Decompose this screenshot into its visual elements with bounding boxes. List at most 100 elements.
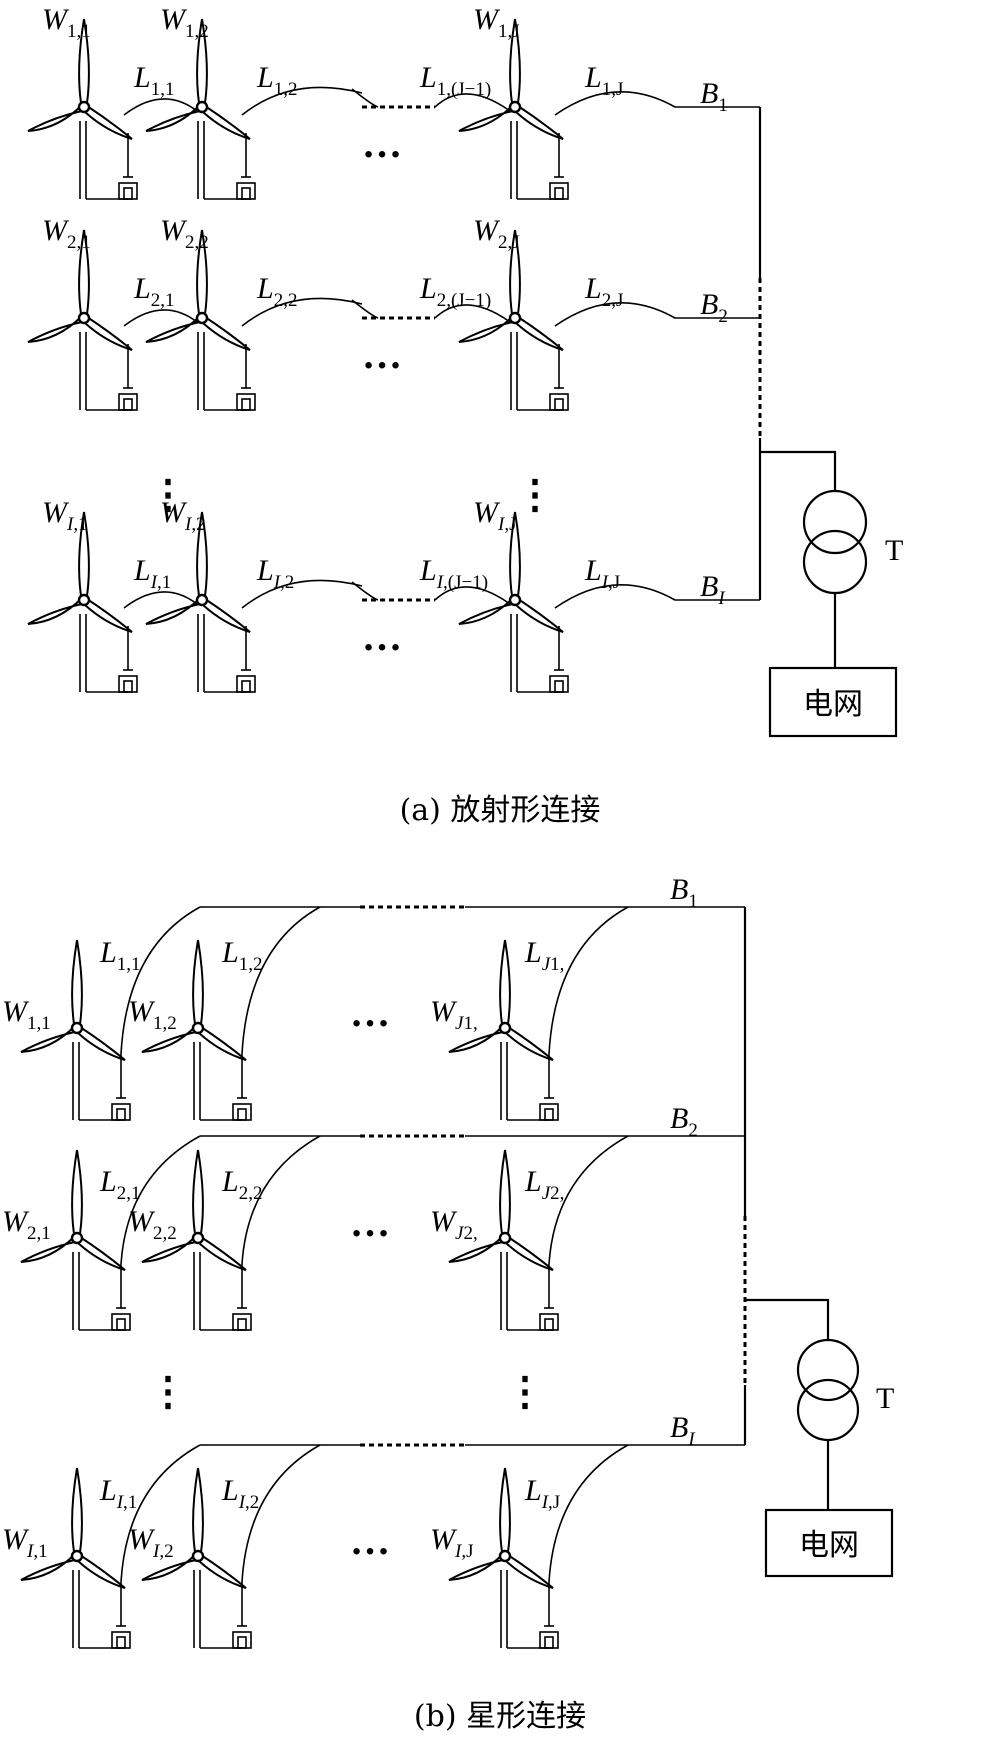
grid-label: 电网: [799, 1528, 859, 1563]
turbine-label: WI,1: [2, 1523, 48, 1562]
transformer-icon: [802, 529, 868, 595]
cable-line: [241, 1444, 321, 1583]
cable-line: [120, 906, 201, 1055]
cable-line: [123, 309, 198, 327]
vertical-ellipsis: ⋮: [515, 472, 555, 517]
cable-label: LI,2: [221, 1474, 259, 1513]
grid-label: 电网: [803, 687, 863, 722]
cable-line: [434, 586, 511, 605]
turbine-label: WI,J: [473, 496, 516, 535]
bus-label: B1: [700, 77, 728, 116]
wind-turbine-icon: [144, 510, 257, 694]
turbine-label: WJ1,: [430, 995, 478, 1034]
wind-turbine-icon: [457, 228, 570, 412]
feeder-line: [554, 91, 760, 116]
turbine-label: WI,1: [42, 496, 88, 535]
turbine-label: W1,1: [42, 3, 91, 42]
cable-line: [434, 304, 511, 323]
feeder-line: [554, 584, 760, 609]
turbine-label: W2,J: [473, 214, 520, 253]
grid-box: [764, 1508, 894, 1578]
cable-line: [241, 297, 363, 327]
bus-label: B2: [700, 288, 728, 327]
cable-label: L1,1: [133, 61, 174, 100]
ellipsis-mark: …: [350, 1518, 390, 1563]
turbine-label: W1,J: [473, 3, 520, 42]
feeder-line: [554, 302, 760, 327]
turbine-label: W1,2: [128, 995, 177, 1034]
transformer-label: T: [885, 534, 903, 567]
transformer-connection: [745, 1298, 830, 1340]
turbine-label: W1,1: [2, 995, 51, 1034]
cable-line: [351, 88, 379, 108]
wind-turbine-icon: [144, 17, 257, 201]
wind-turbine-icon: [26, 510, 139, 694]
cable-label: L1,2: [221, 936, 262, 975]
turbine-label: WJ2,: [430, 1205, 478, 1244]
cable-label: L1,1: [99, 936, 140, 975]
ellipsis-mark: …: [362, 614, 402, 659]
wind-turbine-icon: [457, 17, 570, 201]
bus-label: B1: [670, 873, 698, 912]
cable-line: [241, 579, 363, 609]
panel-b-caption: (b) 星形连接: [414, 1699, 586, 1734]
cable-line: [120, 1135, 201, 1265]
turbine-label: W2,2: [128, 1205, 177, 1244]
cable-label: L2,J: [584, 272, 623, 311]
cable-label: LI,J: [584, 554, 620, 593]
cable-label: L2,1: [133, 272, 174, 311]
ellipsis-mark: …: [350, 1200, 390, 1245]
turbine-label: W2,1: [42, 214, 91, 253]
cable-label: LI,1: [99, 1474, 137, 1513]
transformer-label: T: [876, 1382, 894, 1415]
transformer-connection: [760, 450, 837, 490]
cable-line: [548, 1444, 629, 1583]
cable-line: [351, 581, 379, 601]
cable-line: [241, 86, 363, 116]
transformer-icon: [796, 1338, 860, 1402]
cable-line: [548, 1135, 629, 1265]
wind-turbine-icon: [26, 17, 139, 201]
vertical-ellipsis: ⋮: [148, 1369, 188, 1414]
cable-label: LI,2: [256, 554, 294, 593]
cable-line: [120, 1444, 201, 1583]
cable-line: [123, 98, 198, 116]
ellipsis-mark: …: [362, 121, 402, 166]
cable-line: [434, 93, 511, 112]
grid-box: [768, 666, 898, 738]
turbine-label: WI,2: [128, 1523, 174, 1562]
cable-label: L1,2: [256, 61, 297, 100]
cable-label: L2,(J−1): [419, 272, 491, 311]
cable-line: [548, 906, 629, 1055]
turbine-label: WI,J: [430, 1523, 473, 1562]
cable-line: [241, 906, 321, 1055]
cable-line: [123, 591, 198, 609]
turbine-label: W1,2: [160, 3, 209, 42]
transformer-icon: [796, 1378, 860, 1442]
turbine-label: W2,2: [160, 214, 209, 253]
turbine-label: W2,1: [2, 1205, 51, 1244]
vertical-ellipsis: ⋮: [148, 472, 188, 517]
transformer-icon: [802, 489, 868, 555]
cable-label: L1,J: [584, 61, 623, 100]
cable-label: LI,(J−1): [419, 554, 488, 593]
cable-line: [241, 1135, 321, 1265]
ellipsis-mark: …: [350, 990, 390, 1035]
cable-label: LI,1: [133, 554, 171, 593]
wind-turbine-icon: [457, 510, 570, 694]
bus-label: BI: [700, 570, 726, 609]
panel-a-caption: (a) 放射形连接: [400, 793, 601, 828]
cable-line: [351, 299, 379, 319]
cable-label: L2,1: [99, 1165, 140, 1204]
cable-label: LJ1,: [524, 936, 564, 975]
cable-label: LI,J: [524, 1474, 560, 1513]
cable-label: LJ2,: [524, 1165, 564, 1204]
bus-label: BI: [670, 1411, 696, 1450]
wind-turbine-icon: [26, 228, 139, 412]
vertical-ellipsis: ⋮: [505, 1369, 545, 1414]
cable-label: L2,2: [221, 1165, 262, 1204]
bus-label: B2: [670, 1102, 698, 1141]
ellipsis-mark: …: [362, 332, 402, 377]
cable-label: L1,(J−1): [419, 61, 491, 100]
